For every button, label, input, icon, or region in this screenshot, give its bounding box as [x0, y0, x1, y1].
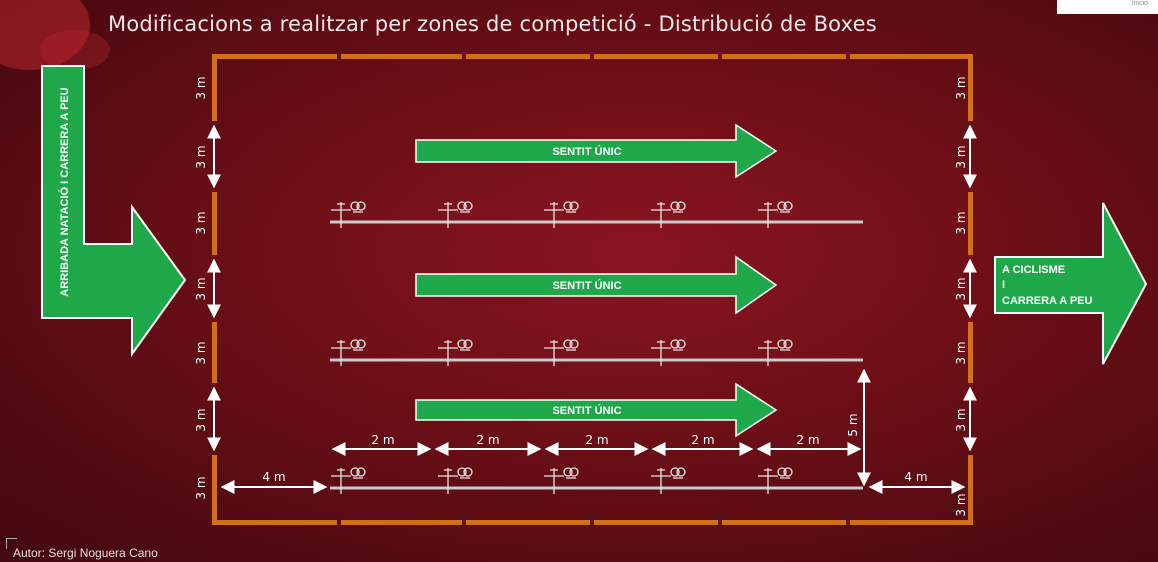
dimension-label-2m: 2 m — [371, 433, 394, 447]
decorative-blotch — [40, 30, 110, 70]
bike-icon — [544, 201, 579, 228]
author-mark — [6, 538, 17, 549]
dimension-label-3m: 3 m — [194, 341, 208, 364]
dimension-label-3m: 3 m — [194, 476, 208, 499]
fence-bottom — [212, 520, 973, 525]
one-way-label: SENTIT ÚNIC — [552, 145, 621, 158]
bike-icon — [438, 339, 473, 366]
bike-icon — [331, 339, 366, 366]
dimension-label-3m: 3 m — [954, 145, 968, 168]
dimension-label-3m: 3 m — [194, 211, 208, 234]
one-way-arrow: SENTIT ÚNIC — [415, 123, 778, 179]
spacing-arrows — [220, 368, 966, 494]
dimension-label-3m: 3 m — [954, 277, 968, 300]
dimension-label-3m: 3 m — [194, 277, 208, 300]
bike-icon — [758, 467, 793, 494]
author-credit: Autor: Sergi Noguera Cano — [13, 546, 158, 560]
bike-icon — [544, 339, 579, 366]
dimension-label-3m: 3 m — [954, 408, 968, 431]
fence-top — [212, 54, 973, 59]
dimension-label-4m: 4 m — [904, 470, 927, 484]
dimension-label-5m: 5 m — [846, 413, 860, 436]
dimension-label-3m: 3 m — [954, 76, 968, 99]
dimension-label-3m: 3 m — [194, 76, 208, 99]
exit-arrow-line2: I — [1002, 279, 1005, 291]
bike-racks — [330, 201, 863, 494]
entry-arrow: ARRIBADA NATACIÓ I CARRERA A PEU — [41, 65, 187, 358]
bike-icon — [438, 201, 473, 228]
dimension-label-3m: 3 m — [954, 341, 968, 364]
page-title: Modificacions a realitzar per zones de c… — [108, 12, 877, 36]
exit-arrow-line1: A CICLISME — [1002, 264, 1065, 276]
one-way-arrow: SENTIT ÚNIC — [415, 382, 778, 438]
dimension-label-2m: 2 m — [476, 433, 499, 447]
dimension-label-3m: 3 m — [194, 408, 208, 431]
bike-icon — [331, 467, 366, 494]
dimension-label-4m: 4 m — [262, 470, 285, 484]
dimension-label-3m: 3 m — [194, 145, 208, 168]
dimension-labels-left: 3 m 3 m 3 m 3 m 3 m 3 m 3 m — [194, 76, 208, 499]
bike-icon — [758, 339, 793, 366]
bike-icon — [438, 467, 473, 494]
bike-icon — [758, 201, 793, 228]
entry-arrow-label: ARRIBADA NATACIÓ I CARRERA A PEU — [58, 87, 71, 296]
dimension-label-2m: 2 m — [796, 433, 819, 447]
dimension-labels-right: 3 m 3 m 3 m 3 m 3 m 3 m 3 m — [954, 76, 968, 516]
corner-label-box: Inicio — [1057, 0, 1158, 14]
bike-rack-rail — [330, 220, 863, 224]
bike-rack-rail — [330, 486, 863, 490]
bike-icon — [651, 339, 686, 366]
spacing-labels: 2 m 2 m 2 m 2 m 2 m 4 m 4 m 5 m — [262, 413, 927, 484]
dimension-label-2m: 2 m — [691, 433, 714, 447]
corner-label: Inicio — [1131, 0, 1148, 7]
bike-icon — [651, 201, 686, 228]
fence-left — [212, 54, 217, 525]
bike-icon — [331, 201, 366, 228]
one-way-label: SENTIT ÚNIC — [552, 279, 621, 292]
exit-arrow-line3: CARRERA A PEU — [1002, 295, 1093, 307]
bike-rack-rail — [330, 358, 863, 362]
dimension-label-3m: 3 m — [954, 493, 968, 516]
fence-right — [968, 54, 973, 525]
one-way-arrow: SENTIT ÚNIC — [415, 255, 778, 315]
bike-icon — [651, 467, 686, 494]
dimension-label-3m: 3 m — [954, 211, 968, 234]
bike-icon — [544, 467, 579, 494]
exit-arrow: A CICLISME I CARRERA A PEU — [994, 202, 1148, 365]
dimension-label-2m: 2 m — [585, 433, 608, 447]
one-way-label: SENTIT ÚNIC — [552, 404, 621, 417]
